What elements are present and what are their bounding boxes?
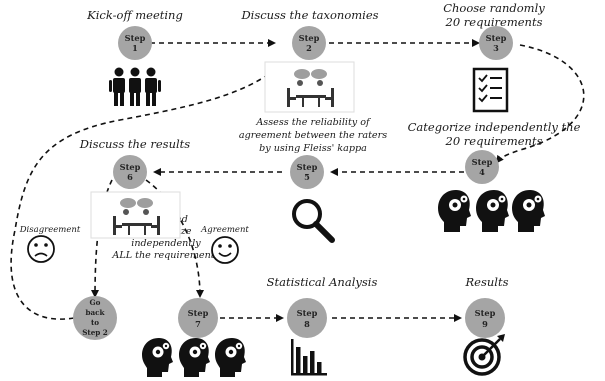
step7-note-line4: ALL the requirements [111, 250, 219, 261]
goback-line1: Go [90, 298, 101, 307]
step4-title-line1: Categorize independently the [408, 120, 581, 134]
step-label: Step [297, 308, 318, 318]
step-node-6: Step 6 [113, 155, 147, 189]
thinking-heads-icon [142, 338, 246, 377]
step-circle [465, 150, 499, 184]
step-node-2: Step 2 [292, 26, 326, 60]
step-node-8: Step 8 [287, 298, 327, 338]
sad-face-icon [27, 235, 55, 263]
thinking-heads-icon [438, 190, 545, 232]
bar-chart-icon [291, 339, 327, 376]
step-node-9: Step 9 [465, 298, 505, 338]
labels: Kick-off meeting Discuss the taxonomies … [19, 1, 581, 289]
step2-title: Discuss the taxonomies [240, 8, 378, 22]
step5-note-line2: agreement between the raters [239, 130, 387, 141]
step-node-3: Step 3 [479, 26, 513, 60]
checklist-icon [472, 67, 509, 113]
step-circle [113, 155, 147, 189]
step8-title: Statistical Analysis [267, 275, 378, 289]
step3-title-line2: 20 requirements [445, 15, 543, 29]
arrow-goback-to-step2 [10, 68, 277, 320]
step-node-5: Step 5 [290, 155, 324, 189]
goback-line2: back [85, 308, 105, 317]
arrow-step3-to-step4 [495, 44, 585, 164]
step-circle [292, 26, 326, 60]
step-number: 7 [195, 319, 201, 329]
step9-title: Results [465, 275, 509, 289]
step7-note-line3: independently [131, 238, 201, 249]
step-number: 9 [482, 319, 488, 329]
step4-title-line2: 20 requirements [445, 134, 543, 148]
target-icon [463, 334, 505, 376]
step-number: 2 [306, 43, 312, 53]
goback-circle [73, 296, 117, 340]
step-label: Step [188, 308, 209, 318]
step1-title: Kick-off meeting [86, 8, 183, 22]
magnifier-icon [292, 199, 335, 243]
step-circle [178, 298, 218, 338]
step5-note-line1: Assess the reliability of [255, 117, 371, 128]
step-node-7: Step 7 [178, 298, 218, 338]
step5-note-line3: by using Fleiss' kappa [259, 143, 367, 154]
step-number: 1 [132, 43, 138, 53]
goback-line4: Step 2 [82, 328, 108, 337]
step-node-4: Step 4 [465, 150, 499, 184]
step-number: 3 [493, 43, 499, 53]
step-number: 6 [127, 172, 133, 182]
step-circle [465, 298, 505, 338]
step-node-1: Step 1 [118, 26, 152, 60]
step-label: Step [299, 33, 320, 43]
step3-title-line1: Choose randomly [443, 1, 545, 15]
step-label: Step [475, 308, 496, 318]
step-label: Step [297, 162, 318, 172]
agreement-label: Agreement [200, 225, 249, 235]
step-number: 8 [304, 319, 310, 329]
step-circle [479, 26, 513, 60]
step-circle [290, 155, 324, 189]
step-number: 5 [304, 172, 310, 182]
step-number: 4 [479, 167, 485, 177]
arrow-step6-to-step7 [145, 179, 204, 298]
goback-line3: to [91, 318, 99, 327]
happy-face-icon [211, 236, 239, 264]
step-label: Step [125, 33, 146, 43]
people-group-icon [109, 67, 161, 106]
step-label: Step [472, 157, 493, 167]
meeting-table-icon [264, 61, 355, 113]
step-label: Step [486, 33, 507, 43]
step-label: Step [120, 162, 141, 172]
connectors [10, 39, 585, 322]
goback-node: Go back to Step 2 [73, 296, 117, 340]
disagreement-label: Disagreement [19, 225, 81, 235]
step-circle [118, 26, 152, 60]
meeting-table-icon [90, 191, 181, 239]
step-circle [287, 298, 327, 338]
step6-title: Discuss the results [79, 137, 191, 151]
